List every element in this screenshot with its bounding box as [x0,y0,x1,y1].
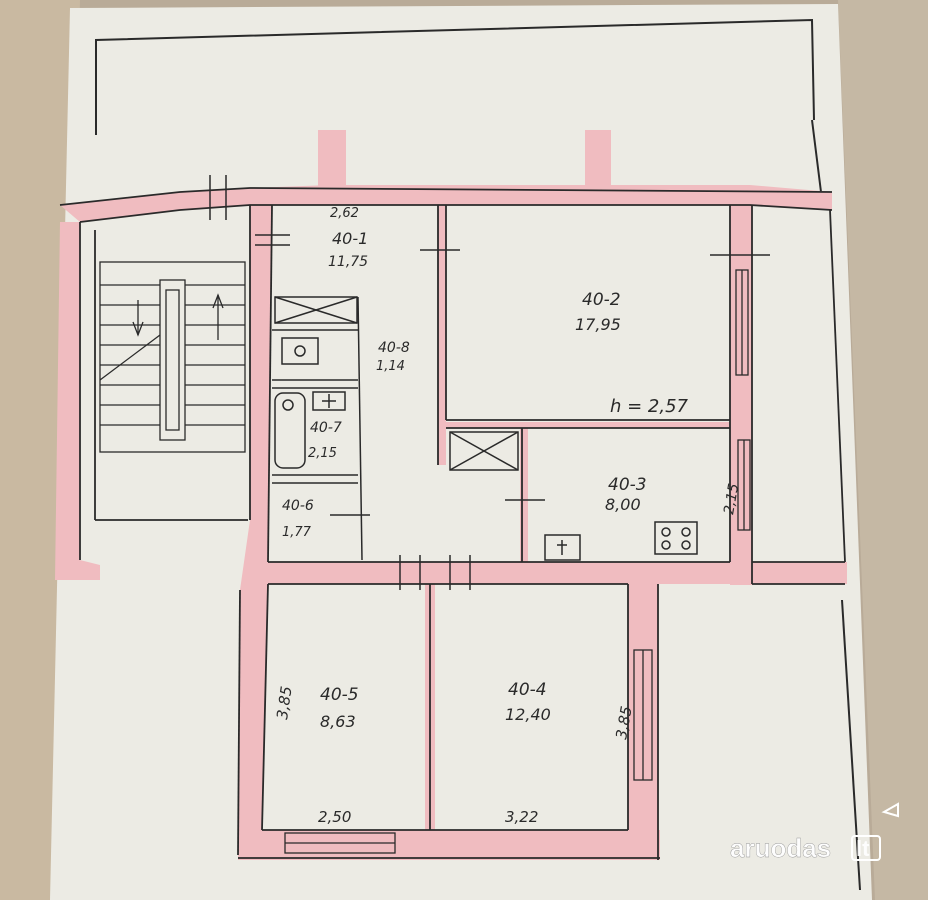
chimney-left [318,130,346,190]
room-40-2-area: 17,95 [575,315,621,334]
drawing-frame [95,18,861,891]
wall-right-inner [730,205,752,585]
sink-cabinet-icon [544,534,581,561]
room-40-4-code: 40-4 [508,680,547,700]
dim-kitchen-side: 2,15 [721,482,742,516]
room-40-3-area: 8,00 [605,495,641,514]
fixtures [272,296,698,561]
room-40-7-area: 2,15 [308,446,337,461]
watermark-brand: aruodas [730,833,831,863]
wall-top [60,185,832,222]
watermark-box [851,835,881,861]
room-40-8-code: 40-8 [378,340,410,356]
closet [274,296,358,324]
room-40-3-code: 40-3 [608,475,647,495]
room-40-6-area: 1,77 [282,525,312,540]
wall-middle [262,562,847,584]
dim-top-width: 2,62 [330,206,359,221]
room-40-8-area: 1,14 [376,359,405,374]
wall-central-left [238,205,272,855]
dim-room4-width: 3,22 [505,808,538,826]
ventilation-shaft [449,431,519,471]
room-40-2-code: 40-2 [582,290,621,310]
folder-cover-right [838,0,928,900]
room-40-5-area: 8,63 [320,712,356,731]
wall-left [55,222,100,580]
room-40-7-code: 40-7 [310,420,342,436]
wall-kitchen-left [520,425,528,565]
stove-icon [654,521,698,555]
wall-room1-room2 [438,205,446,465]
door-marks [209,175,770,590]
walls [55,130,847,860]
chimney-right [585,130,611,190]
ceiling-height: h = 2,57 [610,396,689,417]
windows [284,269,751,854]
room-40-4-area: 12,40 [505,705,551,724]
wall-room2-kitchen [446,422,730,428]
wall-outlines [59,187,846,860]
dim-room4-height: 3,85 [612,705,636,741]
dim-room5-height: 3,85 [273,685,295,721]
dim-room5-width: 2,50 [318,808,351,826]
room-40-6-code: 40-6 [282,498,314,514]
washbasin-icon [312,391,346,411]
room-labels: 2,62 40-1 11,75 40-2 17,95 h = 2,57 40-3… [273,206,742,826]
sink-icon [281,337,319,365]
room-40-1-area: 11,75 [328,254,368,270]
watermark-tld: lt [856,836,870,861]
staircase [99,261,246,453]
house-icon [881,802,899,818]
room-40-1-code: 40-1 [332,229,368,248]
room-40-5-code: 40-5 [320,685,359,705]
wall-bottom [238,830,660,860]
bathtub-icon [274,392,306,469]
aruodas-watermark: aruodas lt [730,802,899,863]
